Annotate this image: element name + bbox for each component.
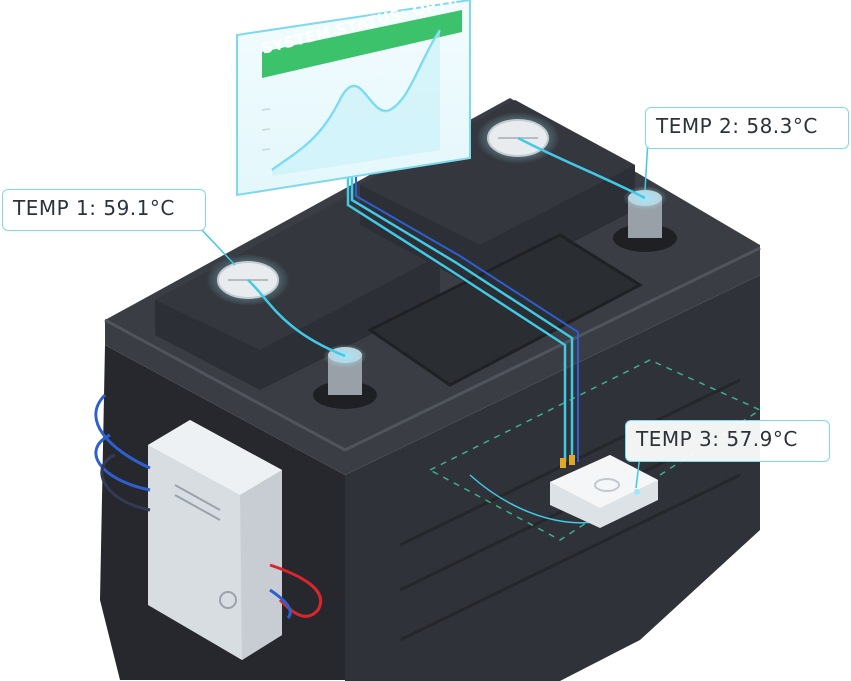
- battery-top-rim: [104, 246, 761, 452]
- lid-recess: [367, 233, 644, 387]
- sensor-module-3: [550, 455, 658, 528]
- battery-right-face: [345, 275, 760, 681]
- data-cables: [355, 140, 579, 462]
- temp-1-callout: TEMP 1: 59.1°C: [2, 189, 206, 231]
- lid-block-left-top: [155, 195, 440, 350]
- temp-2-callout: TEMP 2: 58.3°C: [645, 107, 849, 149]
- lid-block-right-top: [360, 100, 635, 245]
- temp-3-callout: TEMP 3: 57.9°C: [625, 420, 830, 462]
- bms-module: [148, 420, 282, 660]
- status-panel: [236, 0, 471, 197]
- bms-wires: [94, 393, 322, 619]
- status-banner: [262, 10, 462, 78]
- sensor-wires: [247, 136, 646, 462]
